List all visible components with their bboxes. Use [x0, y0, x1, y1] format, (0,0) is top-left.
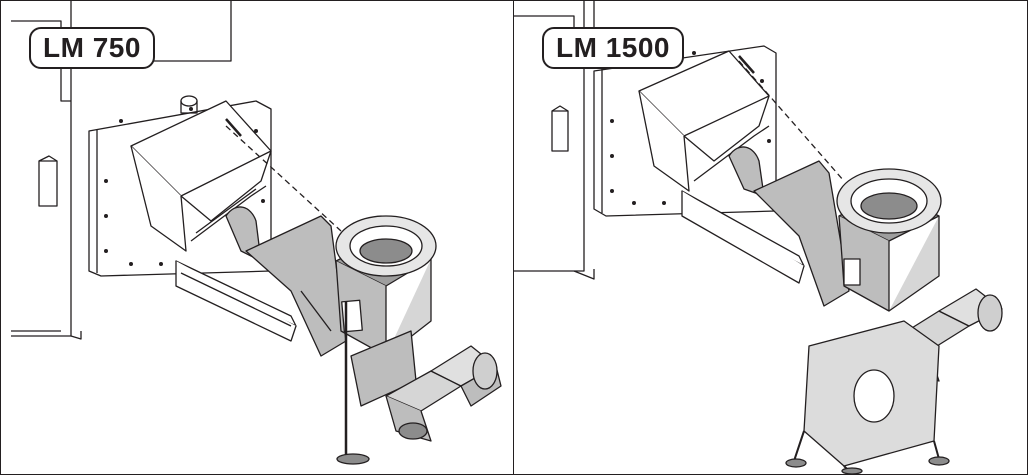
panel-lm-750: LM 750 — [1, 1, 513, 474]
drawing-lm-1500 — [514, 1, 1003, 474]
drawing-lm-750 — [11, 1, 502, 465]
model-label-lm-1500: LM 1500 — [542, 27, 684, 69]
panel-lm-1500: LM 1500 — [513, 1, 1026, 474]
model-label-lm-750: LM 750 — [29, 27, 155, 69]
